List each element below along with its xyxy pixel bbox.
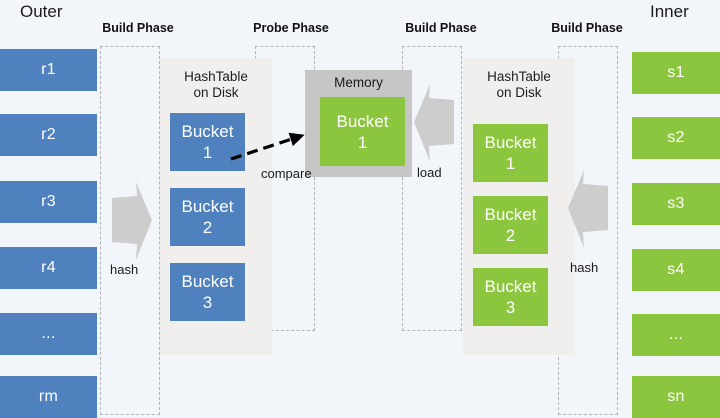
disk-left-bucket-3-index: 3 <box>202 293 213 312</box>
inner-record-sn: sn <box>632 376 720 418</box>
hashtable-right-caption-line1: HashTable <box>487 69 551 84</box>
memory-caption: Memory <box>334 75 383 90</box>
load-arrow-icon <box>412 82 456 164</box>
outer-record-r4: r4 <box>0 247 97 289</box>
hash-arrow-right-icon <box>566 168 610 250</box>
memory-bucket-name: Bucket <box>336 111 389 131</box>
phase-label-build-3: Build Phase <box>551 21 623 35</box>
compare-label: compare <box>261 166 312 181</box>
inner-record-s4: s4 <box>632 249 720 291</box>
disk-right-bucket-3: Bucket 3 <box>473 268 548 326</box>
outer-record-r3: r3 <box>0 181 97 223</box>
load-label: load <box>417 165 442 180</box>
disk-right-bucket-2-index: 2 <box>505 226 516 245</box>
phase-label-build-2: Build Phase <box>405 21 477 35</box>
outer-record-rm: rm <box>0 376 97 418</box>
hashtable-right-caption: HashTable on Disk <box>463 69 575 101</box>
outer-record-r2: r2 <box>0 114 97 156</box>
hash-label-left: hash <box>110 262 139 277</box>
disk-left-bucket-2: Bucket 2 <box>170 188 245 246</box>
inner-record-ellipsis: ... <box>632 314 720 356</box>
disk-right-bucket-2: Bucket 2 <box>473 196 548 254</box>
phase-box-build-2 <box>402 46 462 331</box>
disk-right-bucket-3-index: 3 <box>505 298 516 317</box>
hashtable-left-caption-line2: on Disk <box>193 85 239 100</box>
hash-label-right: hash <box>570 260 599 275</box>
hashtable-left-caption-line1: HashTable <box>184 69 248 84</box>
memory-bucket-index: 1 <box>357 132 368 152</box>
inner-record-s3: s3 <box>632 183 720 225</box>
inner-record-s2: s2 <box>632 117 720 159</box>
memory-box: Memory Bucket 1 <box>305 70 412 177</box>
compare-arrow-icon <box>228 128 320 164</box>
disk-left-bucket-1-name: Bucket <box>181 122 234 141</box>
disk-left-bucket-3-name: Bucket <box>181 272 234 291</box>
outer-column-title: Outer <box>20 2 63 21</box>
phase-box-build-1 <box>100 46 160 415</box>
phase-label-build-1: Build Phase <box>102 21 174 35</box>
hashtable-left-caption: HashTable on Disk <box>160 69 272 101</box>
outer-record-r1: r1 <box>0 49 97 91</box>
disk-right-bucket-3-name: Bucket <box>484 277 537 296</box>
disk-left-bucket-2-name: Bucket <box>181 197 234 216</box>
outer-record-ellipsis: ... <box>0 313 97 355</box>
disk-right-bucket-2-name: Bucket <box>484 205 537 224</box>
disk-right-bucket-1-index: 1 <box>505 154 516 173</box>
disk-left-bucket-1: Bucket 1 <box>170 113 245 171</box>
disk-right-bucket-1: Bucket 1 <box>473 124 548 182</box>
phase-label-probe: Probe Phase <box>253 21 329 35</box>
disk-right-bucket-1-name: Bucket <box>484 133 537 152</box>
memory-bucket: Bucket 1 <box>320 97 405 166</box>
disk-left-bucket-1-index: 1 <box>202 143 213 162</box>
inner-record-s1: s1 <box>632 52 720 94</box>
inner-column-title: Inner <box>650 2 689 21</box>
disk-left-bucket-2-index: 2 <box>202 218 213 237</box>
disk-left-bucket-3: Bucket 3 <box>170 263 245 321</box>
hash-arrow-left-icon <box>110 180 154 262</box>
hashtable-right-caption-line2: on Disk <box>496 85 542 100</box>
